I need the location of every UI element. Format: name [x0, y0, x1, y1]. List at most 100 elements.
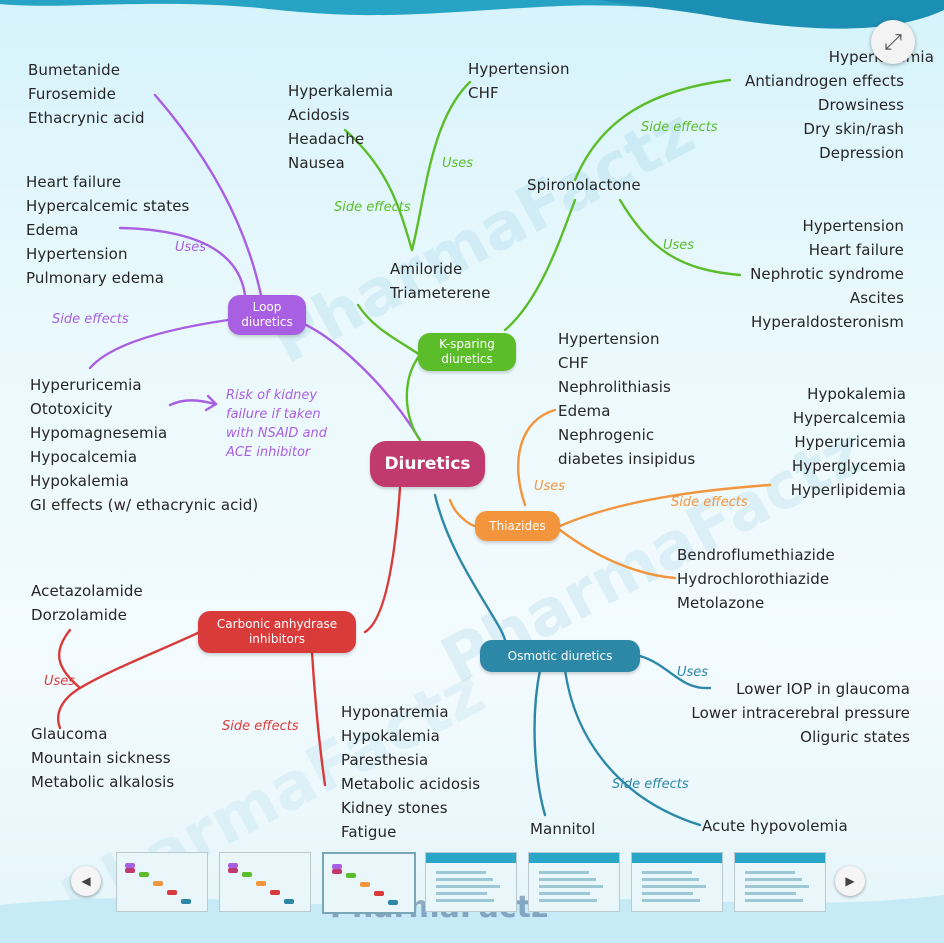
slide-thumbnail[interactable]: [631, 852, 723, 912]
carbonic-uses-list: Glaucoma Mountain sickness Metabolic alk…: [31, 722, 174, 794]
k-sparing-drugs-list: Amiloride Triameterene: [390, 257, 490, 305]
thumbnail-text-line: [539, 899, 597, 902]
thumbnail-mark: [388, 900, 398, 905]
list-item: Pulmonary edema: [26, 269, 165, 287]
k-sparing-uses-label: Uses: [442, 156, 474, 171]
thumbnail-mark: [256, 881, 266, 886]
loop-uses-list: Heart failure Hypercalcemic states Edema…: [26, 170, 189, 290]
list-item: Hyperaldosteronism: [751, 313, 904, 331]
thumbnail-text-line: [642, 871, 692, 874]
slide-thumbnail[interactable]: [116, 852, 208, 912]
list-item: Hypokalemia: [341, 727, 440, 745]
list-item: Depression: [819, 144, 904, 162]
osmotic-side-effects-label: Side effects: [612, 777, 689, 792]
osmotic-uses-label: Uses: [677, 665, 709, 680]
list-item: Ototoxicity: [30, 400, 113, 418]
list-item: Hypertension: [558, 330, 660, 348]
thumbnail-text-line: [745, 885, 809, 888]
list-item: Headache: [288, 130, 365, 148]
loop-side-effects-label: Side effects: [52, 312, 129, 327]
thumbnail-text-line: [436, 892, 487, 895]
thumbnail-text-line: [436, 878, 493, 881]
thumbnail-mark: [346, 873, 356, 878]
thumbnail-header: [735, 853, 825, 863]
list-item: Hypocalcemia: [30, 448, 138, 466]
thumbnail-text-line: [745, 899, 803, 902]
list-item: Acetazolamide: [31, 582, 143, 600]
list-item: Nephrogenic: [558, 426, 655, 444]
thumbnail-mark: [125, 863, 135, 868]
center-node-diuretics[interactable]: Diuretics: [370, 441, 485, 487]
k-sparing-node[interactable]: K-sparing diuretics: [418, 333, 516, 371]
k-sparing-side-effects-list: Hyperkalemia Acidosis Headache Nausea: [288, 79, 393, 175]
list-item: Ascites: [849, 289, 904, 307]
list-item: Hyperglycemia: [791, 457, 906, 475]
list-item: Fatigue: [341, 823, 397, 841]
slide-thumbnail[interactable]: [425, 852, 517, 912]
thiazides-side-effects-label: Side effects: [671, 495, 748, 510]
prev-slide-button[interactable]: ◀: [71, 866, 101, 896]
thumbnail-header: [426, 853, 516, 863]
slide-thumbnail[interactable]: [528, 852, 620, 912]
list-item: Bendroflumethiazide: [677, 546, 835, 564]
list-item: Lower IOP in glaucoma: [736, 680, 910, 698]
thumbnail-text-line: [745, 871, 795, 874]
list-item: Triameterene: [390, 284, 491, 302]
list-item: Hyperuricemia: [794, 433, 906, 451]
chevron-right-icon: ▶: [845, 874, 855, 888]
thumbnail-header: [632, 853, 722, 863]
thiazides-node[interactable]: Thiazides: [475, 511, 560, 541]
list-item: Hyperlipidemia: [790, 481, 906, 499]
thumbnail-mark: [374, 891, 384, 896]
thumbnail-mark: [284, 899, 294, 904]
thumbnail-text-line: [539, 892, 590, 895]
thiazides-uses-list: Hypertension CHF Nephrolithiasis Edema N…: [558, 327, 695, 471]
list-item: Metolazone: [677, 594, 765, 612]
list-item: Hypomagnesemia: [30, 424, 168, 442]
list-item: Bumetanide: [28, 61, 121, 79]
list-item: Metabolic alkalosis: [31, 773, 175, 791]
osmotic-uses-list: Lower IOP in glaucoma Lower intracerebra…: [691, 677, 910, 749]
thumbnail-text-line: [436, 871, 486, 874]
list-item: Lower intracerebral pressure: [691, 704, 910, 722]
list-item: Paresthesia: [341, 751, 429, 769]
loop-drugs-list: Bumetanide Furosemide Ethacrynic acid: [28, 58, 145, 130]
thumbnail-text-line: [539, 871, 589, 874]
list-item: Kidney stones: [341, 799, 448, 817]
carbonic-anhydrase-node[interactable]: Carbonic anhydrase inhibitors: [198, 611, 356, 653]
list-item: Drowsiness: [817, 96, 904, 114]
osmotic-diuretics-node[interactable]: Osmotic diuretics: [480, 640, 640, 672]
osmotic-drug-mannitol: Mannitol: [530, 820, 596, 838]
thumbnail-text-line: [745, 892, 796, 895]
thumbnail-mark: [242, 872, 252, 877]
header-wave: [0, 0, 944, 29]
slide-thumbnail[interactable]: [734, 852, 826, 912]
list-item: diabetes insipidus: [558, 450, 696, 468]
thumbnail-mark: [360, 882, 370, 887]
chevron-left-icon: ◀: [81, 874, 91, 888]
list-item: Antiandrogen effects: [744, 72, 904, 90]
thumbnail-text-line: [539, 885, 603, 888]
slide-thumbnail[interactable]: [219, 852, 311, 912]
carbonic-side-effects-list: Hyponatremia Hypokalemia Paresthesia Met…: [341, 700, 480, 844]
slide-thumbnail[interactable]: [322, 852, 416, 914]
thumbnail-mark: [139, 872, 149, 877]
list-item: Hyperuricemia: [30, 376, 142, 394]
list-item: Edema: [26, 221, 79, 239]
thumbnail-mark: [270, 890, 280, 895]
list-item: Hypercalcemic states: [26, 197, 190, 215]
loop-diuretics-node[interactable]: Loop diuretics: [228, 295, 306, 335]
expand-button[interactable]: ⤢: [871, 20, 915, 64]
spironolactone-uses-list: Hypertension Heart failure Nephrotic syn…: [750, 214, 904, 334]
spironolactone-label: Spironolactone: [527, 176, 641, 194]
thiazides-side-effects-list: Hypokalemia Hypercalcemia Hyperuricemia …: [791, 382, 906, 502]
next-slide-button[interactable]: ▶: [835, 866, 865, 896]
list-item: CHF: [468, 84, 499, 102]
thumbnail-header: [529, 853, 619, 863]
thumbnail-mark: [228, 868, 238, 873]
thumbnail-text-line: [642, 892, 693, 895]
k-sparing-uses-list: Hypertension CHF: [468, 57, 570, 105]
thumbnail-mark: [332, 864, 342, 869]
